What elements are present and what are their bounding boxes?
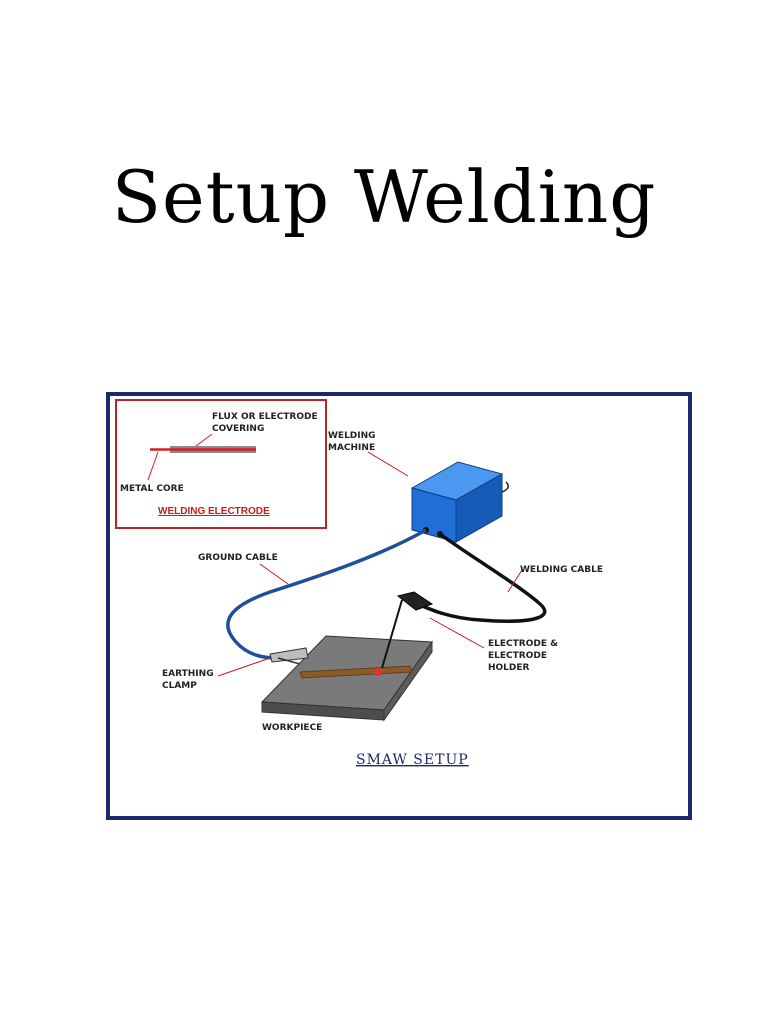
welding-machine-label-line2: MACHINE: [328, 443, 375, 453]
holder-leader: [429, 617, 485, 649]
metal-core-leader: [147, 451, 159, 481]
machine-front: [411, 487, 457, 543]
earthing-clamp-label-line2: CLAMP: [162, 681, 197, 691]
electrode-holder-label-line1: ELECTRODE &: [488, 639, 558, 649]
metal-core-label: METAL CORE: [120, 484, 184, 494]
page-title: Setup Welding: [111, 155, 657, 239]
welding-cable: [413, 532, 547, 623]
electrode-holder-label-line3: HOLDER: [488, 663, 530, 673]
flux-leader: [195, 433, 213, 447]
inset-caption: WELDING ELECTRODE: [158, 506, 270, 517]
arc-spot: [374, 668, 382, 676]
workpiece-side: [383, 640, 433, 722]
welding-machine: [410, 461, 509, 543]
electrode-inset: FLUX OR ELECTRODE COVERING METAL CORE WE…: [115, 399, 327, 529]
workpiece: [260, 635, 433, 722]
holder-handle: [396, 591, 434, 611]
flux-label-line2: COVERING: [212, 424, 264, 434]
smaw-diagram-frame: FLUX OR ELECTRODE COVERING METAL CORE WE…: [106, 392, 692, 820]
welding-cable-label: WELDING CABLE: [520, 565, 603, 575]
earthing-clamp-label-line1: EARTHING: [162, 669, 214, 679]
clamp-leader: [217, 657, 271, 677]
machine-leader: [367, 451, 409, 477]
ground-cable-label: GROUND CABLE: [198, 553, 278, 563]
welding-machine-label-line1: WELDING: [328, 431, 376, 441]
weld-bead: [299, 665, 413, 679]
electrode-holder: [381, 591, 434, 669]
smaw-diagram: FLUX OR ELECTRODE COVERING METAL CORE WE…: [115, 399, 603, 768]
electrode-rod: [381, 599, 403, 669]
electrode-holder-label-line2: ELECTRODE: [488, 651, 547, 661]
clamp-lever: [277, 657, 301, 665]
flux-label-line1: FLUX OR ELECTRODE: [212, 412, 318, 422]
power-cord: [501, 481, 509, 493]
ground-cable-leader: [259, 563, 289, 585]
workpiece-label: WORKPIECE: [262, 723, 322, 733]
earthing-clamp: [269, 647, 309, 665]
welding-cable-leader: [507, 569, 523, 593]
ground-cable: [226, 528, 427, 660]
inset-border: [115, 399, 327, 529]
smaw-setup-caption: SMAW SETUP: [356, 752, 469, 768]
